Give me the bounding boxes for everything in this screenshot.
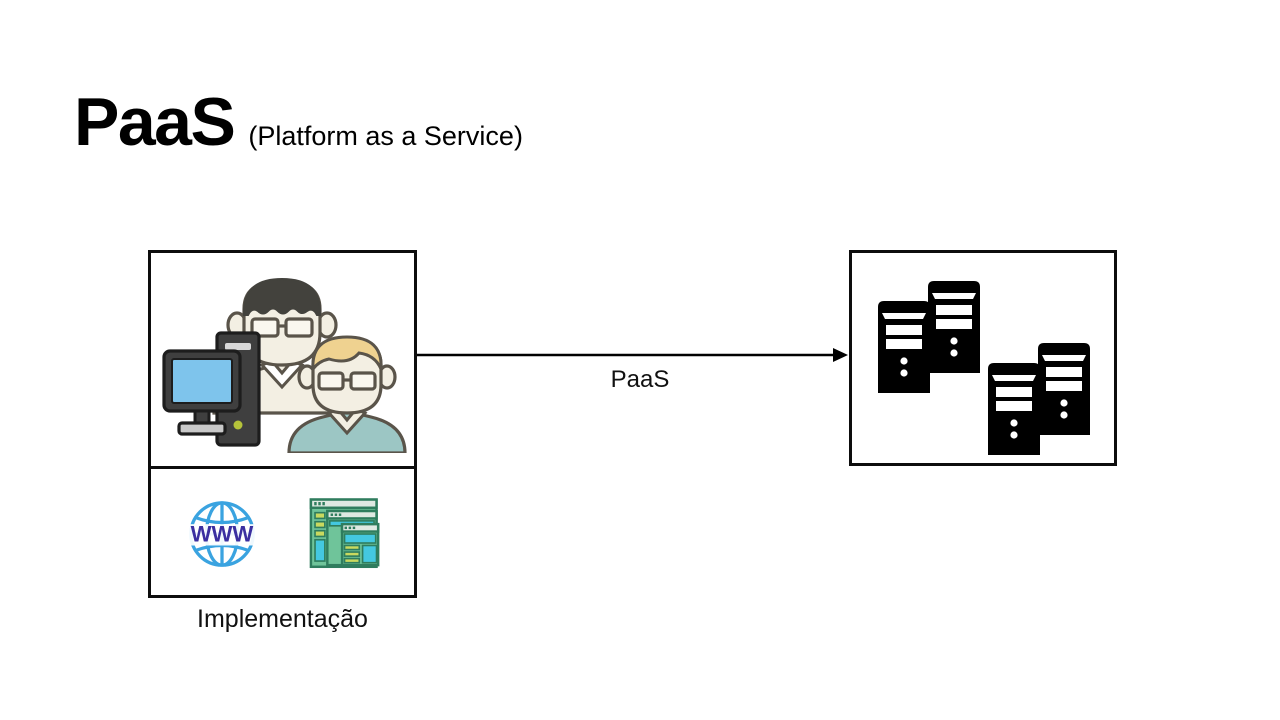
title-main-text: PaaS <box>74 84 236 160</box>
server-tower-icon-4 <box>1038 343 1090 435</box>
svg-text:WWW: WWW <box>191 521 254 546</box>
server-infrastructure-panel <box>849 250 1117 466</box>
server-tower-icon-2 <box>928 281 980 373</box>
person-front-icon <box>287 335 407 453</box>
paas-arrow-label: PaaS <box>610 366 670 393</box>
developers-illustration <box>162 277 407 453</box>
server-tower-icon-1 <box>878 301 930 393</box>
developers-and-computer-section <box>151 253 414 469</box>
desktop-monitor-icon <box>162 349 242 436</box>
servers-illustration <box>878 281 1090 455</box>
page-title: PaaS (Platform as a Service) <box>74 88 523 156</box>
server-tower-icon-3 <box>988 363 1040 455</box>
title-subtitle-text: (Platform as a Service) <box>248 121 523 151</box>
web-technology-section: WWW <box>151 469 414 598</box>
www-globe-icon: WWW <box>185 501 259 567</box>
browser-windows-icon <box>309 498 380 569</box>
implementation-caption: Implementação <box>197 605 368 633</box>
implementation-panel: WWW <box>148 250 417 598</box>
paas-arrow <box>417 348 848 362</box>
